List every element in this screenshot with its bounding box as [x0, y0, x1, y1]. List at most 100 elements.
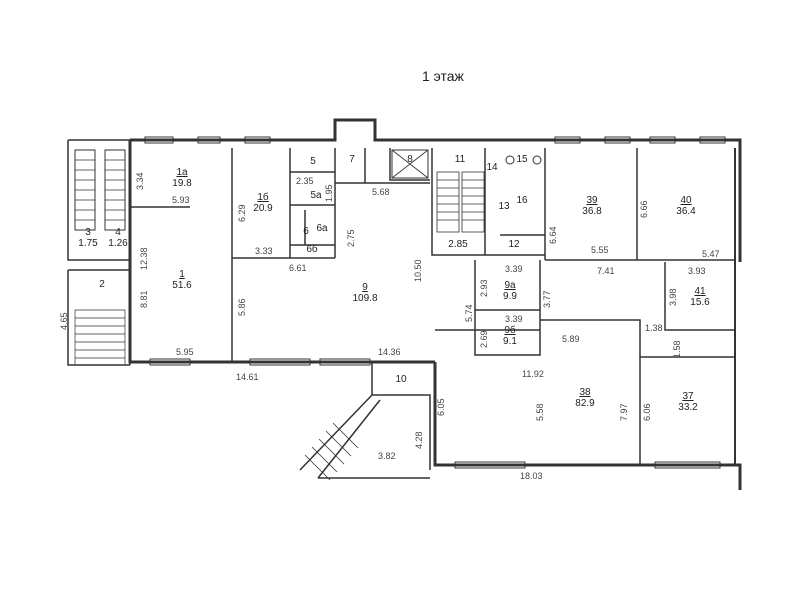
- dim-label: 4.28: [414, 431, 424, 449]
- dim-label: 3.82: [378, 451, 396, 461]
- room-area: 9.9: [503, 290, 517, 302]
- room-14[interactable]: 14: [486, 162, 498, 174]
- left-stair-block: [67, 139, 131, 366]
- room-number: 4: [115, 227, 121, 238]
- room-8[interactable]: 8: [407, 154, 413, 166]
- room-number: 8: [407, 154, 413, 165]
- dim-label: 5.47: [702, 249, 720, 259]
- room-number: 37: [682, 391, 694, 402]
- dim-label: 8.81: [139, 290, 149, 308]
- dim-label: 12.38: [139, 247, 149, 270]
- dim-label: 5.95: [176, 347, 194, 357]
- dim-label: 2.69: [479, 330, 489, 348]
- dim-label: 6.29: [237, 204, 247, 222]
- dim-label: 6.66: [639, 200, 649, 218]
- room-number: 38: [579, 387, 591, 398]
- dim-label: 6.64: [548, 226, 558, 244]
- dim-label: 6.05: [436, 398, 446, 416]
- dim-label: 3.34: [135, 172, 145, 190]
- windows: [144, 136, 726, 469]
- room-number: 40: [680, 195, 692, 206]
- dim-label: 5.93: [172, 195, 190, 205]
- room-5a[interactable]: 5а: [310, 190, 322, 202]
- dim-label: 7.41: [597, 266, 615, 276]
- dim-label: 3.33: [255, 246, 273, 256]
- dim-label: 3.39: [505, 314, 523, 324]
- room-area: 82.9: [575, 397, 595, 409]
- room-6a[interactable]: 6а: [316, 223, 327, 235]
- room-number: 39: [586, 195, 598, 206]
- dim-label: 5.55: [591, 245, 609, 255]
- room-number: 12: [508, 239, 520, 250]
- room-number: 5: [310, 156, 316, 167]
- room-11[interactable]: 11: [454, 154, 466, 166]
- dim-label: 5.58: [535, 403, 545, 421]
- room-6b[interactable]: 6б: [306, 244, 317, 256]
- dim-label: 5.86: [237, 298, 247, 316]
- dim-label: 6.06: [642, 403, 652, 421]
- room-area: 1.75: [78, 237, 98, 249]
- dim-label: 14.61: [236, 372, 259, 382]
- center-stair: [304, 171, 485, 481]
- room-area: 20.9: [253, 202, 273, 214]
- room-10[interactable]: 10: [395, 374, 407, 386]
- room-number: 9б: [504, 325, 516, 336]
- room-number: 11: [454, 154, 466, 165]
- room-number: 15: [516, 154, 528, 165]
- dim-label: 4.65: [59, 312, 69, 330]
- dim-label: 5.89: [562, 334, 580, 344]
- room-6[interactable]: 6: [303, 226, 309, 238]
- room-13[interactable]: 13: [498, 201, 510, 213]
- room-number: 9: [362, 282, 368, 293]
- room-area: 1.26: [108, 237, 128, 249]
- room-area: 36.4: [676, 205, 696, 217]
- dim-label: 7.97: [619, 403, 629, 421]
- dim-label: 11.92: [522, 369, 544, 379]
- room-number: 7: [349, 154, 355, 165]
- room-5[interactable]: 5: [310, 156, 316, 168]
- room-11-area: 2.85: [448, 239, 468, 251]
- dim-label: 18.03: [520, 471, 543, 481]
- room-number: 13: [498, 201, 510, 212]
- room-area: 2.85: [448, 239, 468, 250]
- room-number: 14: [486, 162, 498, 173]
- interior-walls: [130, 148, 735, 479]
- room-area: 36.8: [582, 205, 602, 217]
- dim-label: 3.39: [505, 264, 523, 274]
- room-area: 15.6: [690, 296, 710, 308]
- dim-label: 10.50: [413, 259, 423, 282]
- room-area: 33.2: [678, 401, 698, 413]
- room-2[interactable]: 2: [99, 279, 105, 291]
- dim-label: 1.38: [645, 323, 663, 333]
- dim-label: 5.74: [464, 304, 474, 322]
- room-16[interactable]: 16: [516, 195, 527, 207]
- room-number: 2: [99, 279, 105, 290]
- dim-label: 6.61: [289, 263, 307, 273]
- room-number: 1а: [176, 167, 188, 178]
- room-number: 9а: [504, 280, 516, 291]
- dim-label: 2.75: [346, 229, 356, 247]
- room-number: 5а: [310, 190, 322, 201]
- room-area: 109.8: [352, 292, 378, 304]
- room-12[interactable]: 12: [508, 239, 520, 251]
- room-15[interactable]: 15: [516, 154, 528, 166]
- room-number: 10: [395, 374, 407, 385]
- room-area: 51.6: [172, 279, 192, 291]
- room-number: 3: [85, 227, 91, 238]
- room-area: 19.8: [172, 177, 192, 189]
- room-7[interactable]: 7: [349, 154, 355, 166]
